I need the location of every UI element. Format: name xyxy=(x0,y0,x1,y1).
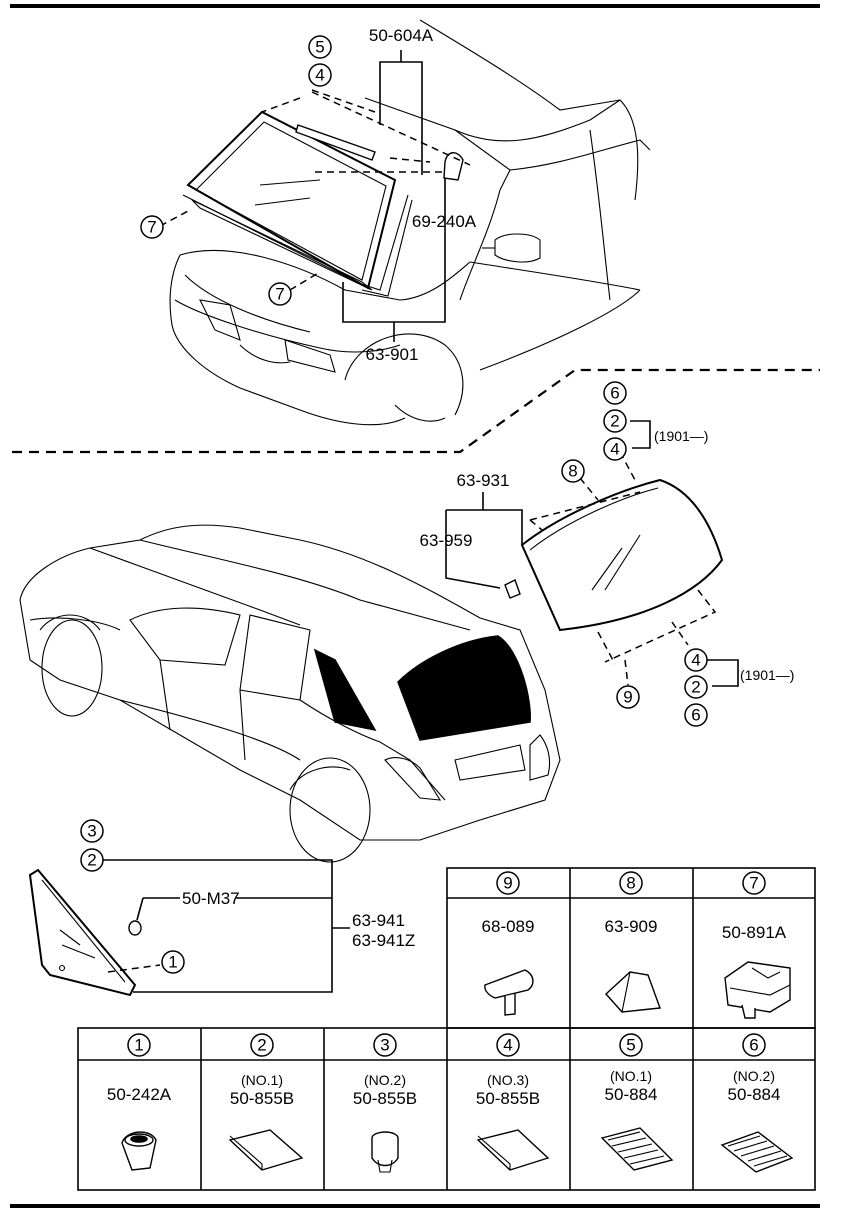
svg-text:5: 5 xyxy=(315,38,324,57)
svg-text:2: 2 xyxy=(87,851,96,870)
front-vehicle-drawing xyxy=(159,19,651,426)
legend-table-top xyxy=(446,867,816,1029)
legend-bottom-note-3: (NO.2) xyxy=(364,1072,406,1088)
svg-text:7: 7 xyxy=(749,874,758,893)
legend-bottom-header-6: 6 xyxy=(742,1033,766,1057)
svg-text:6: 6 xyxy=(610,384,619,403)
legend-top-header-7: 7 xyxy=(742,871,766,895)
svg-text:4: 4 xyxy=(691,651,700,670)
label-63-901: 63-901 xyxy=(366,345,419,364)
legend-bottom-header-5: 5 xyxy=(619,1033,643,1057)
callout-6-rear-top: 6 xyxy=(603,381,627,405)
legend-top-part-9: 68-089 xyxy=(482,917,535,936)
legend-bottom-part-2: 50-855B xyxy=(230,1089,294,1108)
legend-bottom-note-4: (NO.3) xyxy=(487,1072,529,1088)
svg-text:1: 1 xyxy=(168,953,177,972)
svg-text:7: 7 xyxy=(275,285,284,304)
callout-5-front: 5 xyxy=(308,35,332,59)
legend-bottom-note-6: (NO.2) xyxy=(733,1068,775,1084)
callout-2-rear-bottom: 2 xyxy=(684,675,708,699)
svg-text:2: 2 xyxy=(691,678,700,697)
svg-text:9: 9 xyxy=(503,874,512,893)
svg-text:5: 5 xyxy=(626,1036,635,1055)
label-63-931: 63-931 xyxy=(457,471,510,490)
front-leaders xyxy=(342,50,446,342)
section-divider xyxy=(12,368,820,454)
callout-1-quarter: 1 xyxy=(161,950,185,974)
svg-text:4: 4 xyxy=(610,440,619,459)
svg-text:8: 8 xyxy=(568,462,577,481)
label-63-941Z: 63-941Z xyxy=(352,931,415,950)
callout-4-rear-bottom: 4 xyxy=(684,648,708,672)
legend-bottom-header-4: 4 xyxy=(496,1033,520,1057)
callout-6-rear-bottom: 6 xyxy=(684,703,708,727)
callout-3-quarter: 3 xyxy=(80,819,104,843)
legend-bottom-note-5: (NO.1) xyxy=(610,1068,652,1084)
label-63-941: 63-941 xyxy=(352,911,405,930)
quarter-window-drawing xyxy=(28,859,350,997)
callout-8-rear: 8 xyxy=(561,459,585,483)
legend-top-part-7: 50-891A xyxy=(722,923,787,942)
svg-text:9: 9 xyxy=(623,688,632,707)
callout-2-rear-top: 2 xyxy=(603,409,627,433)
legend-top-part-8: 63-909 xyxy=(605,917,658,936)
legend-bottom-part-1: 50-242A xyxy=(107,1085,172,1104)
legend-bottom-part-6: 50-884 xyxy=(728,1085,781,1104)
callout-4-rear-top: 4 xyxy=(603,437,627,461)
svg-text:1: 1 xyxy=(134,1036,143,1055)
svg-text:4: 4 xyxy=(503,1036,512,1055)
callout-4-front: 4 xyxy=(308,63,332,87)
callout-9-rear: 9 xyxy=(616,685,640,709)
svg-text:3: 3 xyxy=(87,822,96,841)
label-50-604A: 50-604A xyxy=(369,26,434,45)
label-63-959: 63-959 xyxy=(420,531,473,550)
svg-text:4: 4 xyxy=(315,66,324,85)
svg-text:8: 8 xyxy=(626,874,635,893)
legend-bottom-part-5: 50-884 xyxy=(605,1085,658,1104)
legend-bottom-header-1: 1 xyxy=(127,1033,151,1057)
serial-note-top: (1901—) xyxy=(654,428,708,444)
legend-bottom-note-2: (NO.1) xyxy=(241,1072,283,1088)
svg-text:2: 2 xyxy=(257,1036,266,1055)
rear-vehicle-drawing xyxy=(19,451,724,863)
callout-7-left: 7 xyxy=(140,215,164,239)
legend-bottom-part-4: 50-855B xyxy=(476,1089,540,1108)
legend-bottom-header-2: 2 xyxy=(250,1033,274,1057)
rear-leaders xyxy=(445,420,739,687)
callout-7-lower: 7 xyxy=(268,282,292,306)
legend-bottom-header-3: 3 xyxy=(373,1033,397,1057)
legend-top-header-9: 9 xyxy=(496,871,520,895)
serial-note-bottom: (1901—) xyxy=(740,667,794,683)
label-50-M37: 50-M37 xyxy=(182,889,240,908)
legend-top-header-8: 8 xyxy=(619,871,643,895)
label-69-240A: 69-240A xyxy=(412,212,477,231)
callout-2-quarter: 2 xyxy=(80,848,104,872)
svg-text:6: 6 xyxy=(691,706,700,725)
legend-table-bottom xyxy=(77,1027,816,1191)
svg-text:7: 7 xyxy=(147,218,156,237)
svg-text:3: 3 xyxy=(380,1036,389,1055)
legend-bottom-part-3: 50-855B xyxy=(353,1089,417,1108)
svg-text:2: 2 xyxy=(610,412,619,431)
svg-text:6: 6 xyxy=(749,1036,758,1055)
